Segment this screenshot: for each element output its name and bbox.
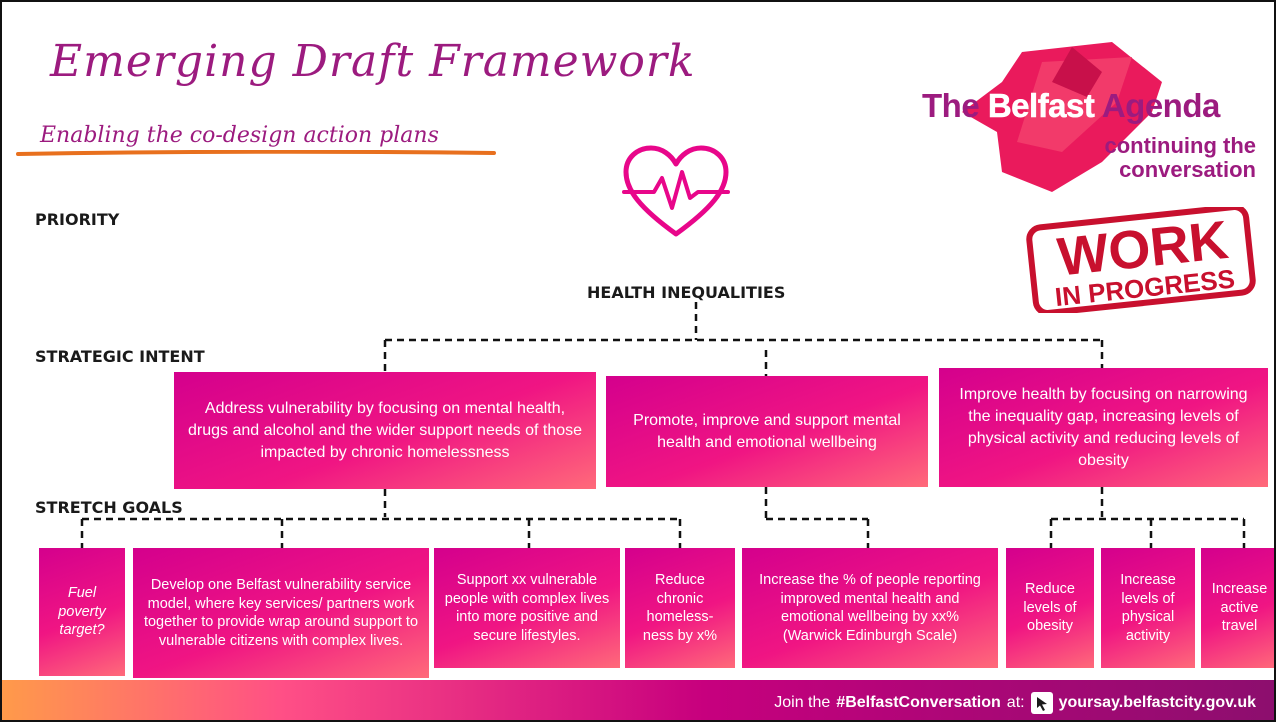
- footer-join-suffix: at:: [1006, 694, 1025, 711]
- logo-agenda: Agenda: [1094, 87, 1221, 124]
- footer-hashtag: #BelfastConversation: [836, 694, 1001, 711]
- logo-the: The: [922, 87, 988, 124]
- logo-wordmark: The Belfast Agenda: [922, 87, 1220, 125]
- page-subtitle: Enabling the co-design action plans: [40, 123, 439, 148]
- footer-text: Join the #BelfastConversation at: yoursa…: [774, 692, 1256, 714]
- belfast-agenda-logo: The Belfast Agenda continuing the conver…: [902, 42, 1272, 202]
- logo-tagline-line1: continuing the: [1104, 133, 1256, 158]
- goal-box-vulnerability-model: Develop one Belfast vulnerability servic…: [133, 548, 429, 678]
- footer-banner: Join the #BelfastConversation at: yoursa…: [2, 680, 1274, 720]
- footer-join-prefix: Join the: [774, 694, 831, 711]
- goal-box-support-people: Support xx vulnerable people with comple…: [434, 548, 620, 668]
- goal-box-mental-wellbeing: Increase the % of people reporting impro…: [742, 548, 998, 668]
- intent-box-mental-health: Promote, improve and support mental heal…: [606, 376, 928, 487]
- footer-url-link[interactable]: yoursay.belfastcity.gov.uk: [1058, 694, 1256, 711]
- goal-box-active-travel: Increase active travel: [1201, 548, 1274, 668]
- goal-box-reduce-homelessness: Reduce chronic homeless-ness by x%: [625, 548, 735, 668]
- label-strategic-intent: STRATEGIC INTENT: [35, 347, 205, 366]
- page-title: Emerging Draft Framework: [50, 36, 696, 87]
- logo-belfast: Belfast: [987, 87, 1096, 125]
- priority-name: HEALTH INEQUALITIES: [587, 283, 786, 302]
- goal-box-reduce-obesity: Reduce levels of obesity: [1006, 548, 1094, 668]
- heartbeat-icon: [622, 145, 730, 237]
- logo-splash-icon: [962, 42, 1162, 192]
- work-in-progress-stamp: WORK IN PROGRESS: [1026, 207, 1256, 313]
- subtitle-underline: [16, 150, 496, 156]
- label-priority: PRIORITY: [35, 210, 120, 229]
- cursor-icon: [1030, 692, 1053, 714]
- intent-box-vulnerability: Address vulnerability by focusing on men…: [174, 372, 596, 489]
- goal-box-physical-activity: Increase levels of physical activity: [1101, 548, 1195, 668]
- label-stretch-goals: STRETCH GOALS: [35, 498, 183, 517]
- logo-tagline-line2: conversation: [1119, 157, 1256, 182]
- intent-box-inequality-gap: Improve health by focusing on narrowing …: [939, 368, 1268, 487]
- goal-box-fuel-poverty: Fuel poverty target?: [39, 548, 125, 676]
- logo-tagline: continuing the conversation: [1104, 134, 1256, 182]
